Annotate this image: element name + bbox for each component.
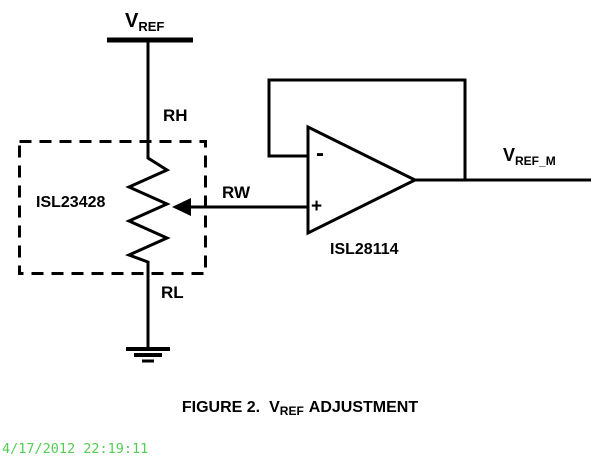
opamp-inverting-sign: -: [316, 140, 324, 167]
caption-v-subscript: REF: [279, 404, 304, 418]
terminal-rw-label: RW: [222, 183, 251, 202]
caption-suffix: ADJUSTMENT: [308, 399, 419, 416]
digipot-part-label: ISL23428: [36, 194, 106, 211]
vref-m-output-label: VREF_M: [503, 146, 556, 167]
terminal-rl-label: RL: [161, 283, 184, 302]
terminal-rh-label: RH: [163, 106, 188, 125]
opamp-noninverting-sign: +: [311, 196, 323, 217]
feedback-wire: [267, 78, 467, 181]
vref-m-v: V: [503, 145, 516, 165]
vref-m-subscript: REF_M: [515, 154, 556, 168]
resistor-and-wires: [125, 40, 171, 349]
caption-v: V: [269, 399, 280, 416]
opamp-triangle: [306, 124, 419, 236]
vref-supply-subscript: REF: [138, 19, 165, 34]
timestamp: 4/17/2012 22:19:11: [2, 441, 149, 457]
opamp-part-label: ISL28114: [330, 241, 399, 258]
figure-caption: FIGURE 2. VREF ADJUSTMENT: [0, 399, 600, 418]
vref-supply-label: VREF: [125, 11, 164, 33]
vref-supply-v: V: [125, 10, 139, 32]
wiper-arrowhead: [172, 198, 191, 216]
caption-prefix: FIGURE 2.: [181, 399, 261, 416]
